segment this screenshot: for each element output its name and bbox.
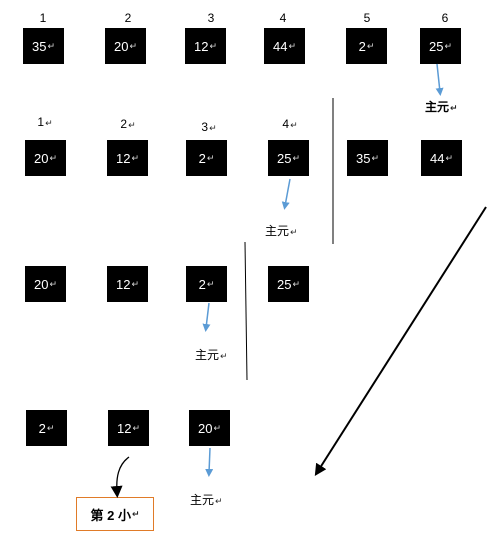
- pivot-label: 主元↵: [190, 493, 223, 507]
- index-label: 4↵: [282, 117, 298, 131]
- pivot-label: 主元↵: [425, 100, 458, 114]
- pivot-arrow: [202, 302, 211, 332]
- partition-divider: [244, 241, 248, 381]
- index-label: 5: [363, 11, 371, 25]
- array-cell: 12↵: [108, 410, 149, 446]
- array-cell: 25↵: [268, 266, 309, 302]
- array-cell: 35↵: [347, 140, 388, 176]
- array-cell: 12↵: [107, 266, 148, 302]
- array-cell-pivot: 25↵: [420, 28, 461, 64]
- curved-arrow: [110, 456, 130, 498]
- array-cell: 2↵: [186, 140, 227, 176]
- second-smallest-callout: 第 2 小↵: [76, 497, 154, 531]
- index-label: 2: [124, 11, 132, 25]
- array-cell: 44↵: [421, 140, 462, 176]
- index-label: 6: [441, 11, 449, 25]
- pivot-arrow: [205, 447, 214, 477]
- index-label: 3: [207, 11, 215, 25]
- array-cell-pivot: 2↵: [186, 266, 227, 302]
- index-label: 1↵: [37, 115, 53, 129]
- pivot-label: 主元↵: [265, 224, 298, 238]
- array-cell: 12↵: [107, 140, 148, 176]
- array-cell: 2↵: [26, 410, 67, 446]
- pivot-label: 主元↵: [195, 348, 228, 362]
- pivot-arrow: [281, 178, 291, 210]
- index-label: 1: [39, 11, 47, 25]
- pivot-arrow: [435, 63, 444, 96]
- array-cell: 20↵: [25, 140, 66, 176]
- array-cell: 35↵: [23, 28, 64, 64]
- index-label: 2↵: [120, 117, 136, 131]
- array-cell: 20↵: [105, 28, 146, 64]
- index-label: 3↵: [201, 120, 217, 134]
- flow-arrow: [314, 206, 487, 477]
- index-label: 4: [279, 11, 287, 25]
- array-cell: 20↵: [25, 266, 66, 302]
- array-cell: 2↵: [346, 28, 387, 64]
- array-cell: 12↵: [185, 28, 226, 64]
- array-cell: 44↵: [264, 28, 305, 64]
- array-cell-pivot: 25↵: [268, 140, 309, 176]
- array-cell-pivot: 20↵: [189, 410, 230, 446]
